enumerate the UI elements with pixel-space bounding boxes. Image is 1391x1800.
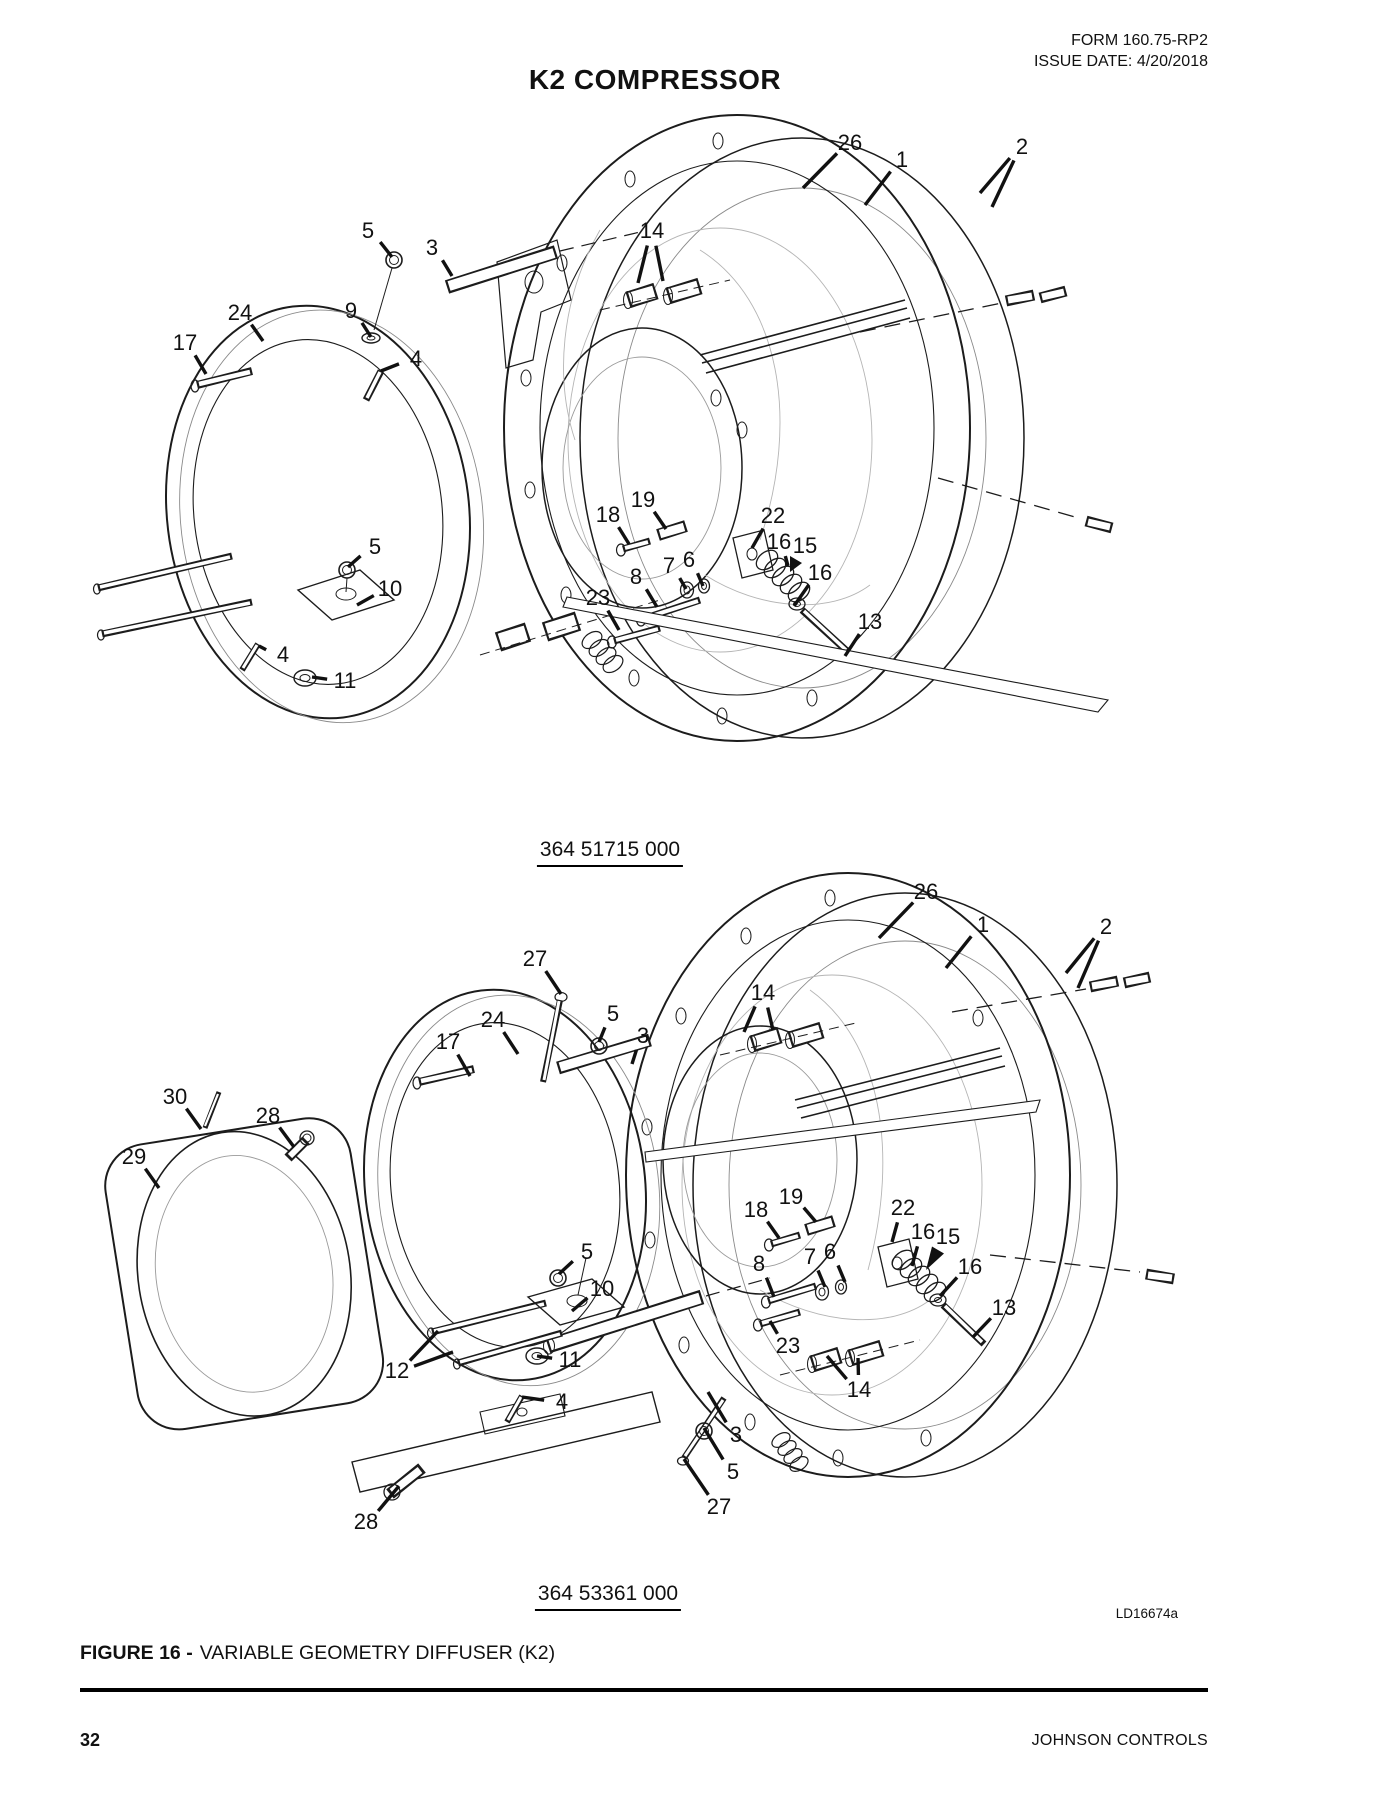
company-name: JOHNSON CONTROLS bbox=[1031, 1732, 1208, 1749]
callout-label-6: 6 bbox=[682, 547, 696, 572]
page-number: 32 bbox=[80, 1730, 101, 1750]
callout-label-14: 14 bbox=[639, 218, 665, 243]
issue-date: ISSUE DATE: 4/20/2018 bbox=[1033, 53, 1208, 70]
callout-label-22: 22 bbox=[890, 1195, 916, 1220]
callout-label-18: 18 bbox=[743, 1197, 769, 1222]
callout-label-7: 7 bbox=[803, 1244, 817, 1269]
callout-label-2: 2 bbox=[1099, 914, 1113, 939]
callout-label-19: 19 bbox=[778, 1184, 804, 1209]
diagram-2-drawing bbox=[104, 872, 1175, 1501]
callout-label-8: 8 bbox=[752, 1251, 766, 1276]
callout-label-11: 11 bbox=[558, 1347, 582, 1372]
diagram-1-drawing bbox=[92, 114, 1114, 742]
callout-label-26: 26 bbox=[913, 879, 939, 904]
callout-label-5: 5 bbox=[368, 534, 382, 559]
callout-label-14: 14 bbox=[750, 980, 776, 1005]
drawing-reference: LD16674a bbox=[1115, 1606, 1178, 1621]
callout-label-24: 24 bbox=[227, 300, 253, 325]
callout-label-3: 3 bbox=[636, 1023, 650, 1048]
callout-label-10: 10 bbox=[589, 1276, 615, 1301]
figure-title: VARIABLE GEOMETRY DIFFUSER (K2) bbox=[199, 1642, 556, 1664]
callout-label-15: 15 bbox=[792, 533, 818, 558]
callout-label-19: 19 bbox=[630, 487, 656, 512]
callout-label-17: 17 bbox=[172, 330, 198, 355]
part-number-2: 364 53361 000 bbox=[534, 1582, 682, 1611]
callout-label-13: 13 bbox=[991, 1295, 1017, 1320]
callout-label-18: 18 bbox=[595, 502, 621, 527]
form-header: FORM 160.75-RP2 ISSUE DATE: 4/20/2018 bbox=[1034, 30, 1208, 72]
callout-label-3: 3 bbox=[729, 1422, 743, 1447]
callout-label-5: 5 bbox=[580, 1239, 594, 1264]
callout-label-2: 2 bbox=[1015, 134, 1029, 159]
callout-label-17: 17 bbox=[435, 1029, 461, 1054]
callout-label-7: 7 bbox=[662, 553, 676, 578]
callout-label-5: 5 bbox=[606, 1001, 620, 1026]
callout-label-15: 15 bbox=[935, 1224, 961, 1249]
callout-label-13: 13 bbox=[857, 609, 883, 634]
callout-label-8: 8 bbox=[629, 564, 643, 589]
callout-label-1: 1 bbox=[976, 912, 990, 937]
callout-label-24: 24 bbox=[480, 1007, 506, 1032]
callout-label-6: 6 bbox=[823, 1239, 837, 1264]
callout-label-11: 11 bbox=[333, 668, 357, 693]
caption-divider bbox=[80, 1688, 1208, 1692]
callout-label-16: 16 bbox=[910, 1219, 936, 1244]
figure-caption: FIGURE 16 - VARIABLE GEOMETRY DIFFUSER (K… bbox=[80, 1642, 555, 1665]
callout-label-9: 9 bbox=[344, 298, 358, 323]
callout-label-26: 26 bbox=[837, 130, 863, 155]
callout-label-28: 28 bbox=[353, 1509, 379, 1534]
callout-label-10: 10 bbox=[377, 576, 403, 601]
callout-label-16: 16 bbox=[766, 529, 792, 554]
callout-label-23: 23 bbox=[585, 585, 611, 610]
callout-label-14: 14 bbox=[846, 1377, 872, 1402]
figure-number: FIGURE 16 - bbox=[80, 1642, 193, 1664]
callout-label-5: 5 bbox=[726, 1459, 740, 1484]
callout-label-4: 4 bbox=[555, 1389, 569, 1414]
callout-label-27: 27 bbox=[522, 946, 548, 971]
page-title: K2 COMPRESSOR bbox=[528, 64, 782, 95]
callout-label-16: 16 bbox=[807, 560, 833, 585]
callout-label-1: 1 bbox=[895, 147, 909, 172]
part-number-1: 364 51715 000 bbox=[536, 838, 684, 867]
callout-label-4: 4 bbox=[276, 642, 290, 667]
callout-label-4: 4 bbox=[409, 346, 423, 371]
callout-label-12: 12 bbox=[384, 1358, 410, 1383]
callout-label-28: 28 bbox=[255, 1103, 281, 1128]
callout-label-16: 16 bbox=[957, 1254, 983, 1279]
callout-label-23: 23 bbox=[775, 1333, 801, 1358]
callout-label-30: 30 bbox=[162, 1084, 188, 1109]
callout-label-29: 29 bbox=[121, 1144, 147, 1169]
callout-label-5: 5 bbox=[361, 218, 375, 243]
callout-label-27: 27 bbox=[706, 1494, 732, 1519]
callout-label-22: 22 bbox=[760, 503, 786, 528]
callout-label-3: 3 bbox=[425, 235, 439, 260]
form-number: FORM 160.75-RP2 bbox=[1071, 32, 1208, 49]
